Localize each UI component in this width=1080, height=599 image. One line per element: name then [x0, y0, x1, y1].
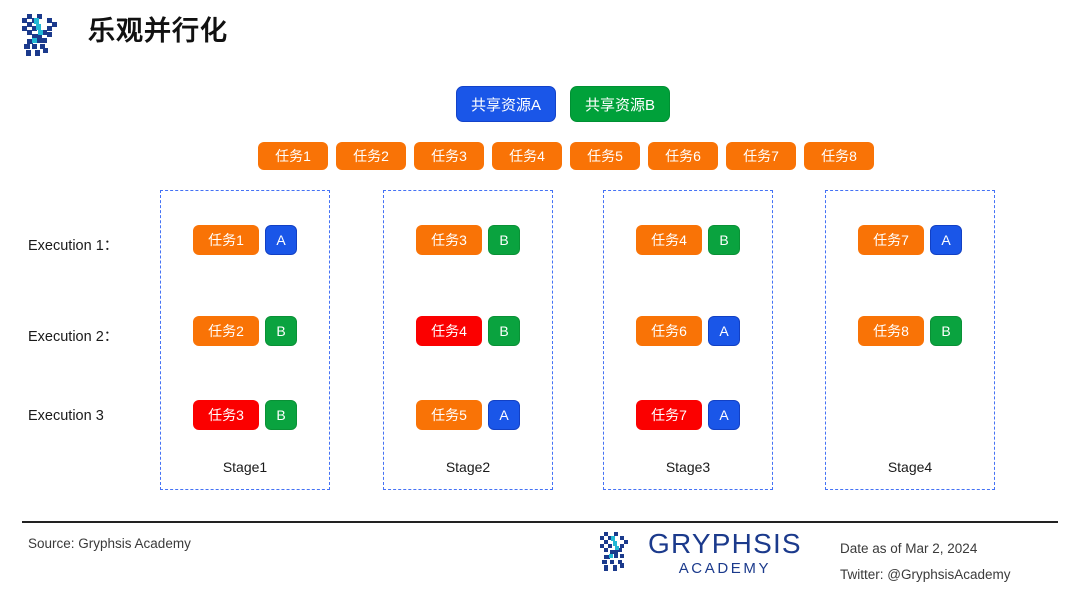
footer-date: Date as of Mar 2, 2024: [840, 541, 978, 556]
stage-row-empty: [826, 399, 994, 431]
stage-label: Stage2: [445, 459, 491, 475]
stage-row: 任务8 B: [826, 315, 994, 347]
shared-resource-b-chip[interactable]: 共享资源B: [570, 86, 670, 122]
resource-badge[interactable]: A: [930, 225, 962, 255]
footer-divider: [22, 521, 1058, 524]
stage-label: Stage1: [222, 459, 268, 475]
stage-row: 任务7 A: [826, 224, 994, 256]
resource-badge[interactable]: B: [488, 225, 520, 255]
footer-twitter: Twitter: @GryphsisAcademy: [840, 567, 1011, 582]
stage-box-3: 任务4 B 任务6 A 任务7 A Stage3: [603, 190, 773, 490]
stage-row: 任务4 B: [604, 224, 772, 256]
execution-2-label: Execution 2：: [28, 329, 119, 345]
shared-resources-row: 共享资源A 共享资源B: [456, 86, 670, 122]
stage-row: 任务7 A: [604, 399, 772, 431]
stage-row: 任务3 B: [384, 224, 552, 256]
execution-3-label: Execution 3: [28, 408, 104, 424]
task-chip[interactable]: 任务8: [858, 316, 924, 346]
gryphsis-dragon-icon: [14, 8, 72, 66]
stage-row: 任务2 B: [161, 315, 329, 347]
stage-row: 任务4 B: [384, 315, 552, 347]
task-chip[interactable]: 任务2: [336, 142, 406, 170]
stage-row: 任务1 A: [161, 224, 329, 256]
resource-badge[interactable]: A: [265, 225, 297, 255]
task-chip[interactable]: 任务4: [416, 316, 482, 346]
page-title: 乐观并行化: [88, 16, 228, 46]
stage-row: 任务3 B: [161, 399, 329, 431]
task-chip[interactable]: 任务5: [416, 400, 482, 430]
task-chip[interactable]: 任务7: [636, 400, 702, 430]
page-header: 乐观并行化: [0, 0, 1080, 78]
footer-meta: Date as of Mar 2, 2024 Twitter: @Gryphsi…: [840, 536, 1011, 588]
stage-box-2: 任务3 B 任务4 B 任务5 A Stage2: [383, 190, 553, 490]
footer-brand-logo: GRYPHSIS ACADEMY: [596, 530, 802, 576]
task-chip[interactable]: 任务4: [636, 225, 702, 255]
footer-source-text: Source: Gryphsis Academy: [28, 536, 191, 551]
task-chip[interactable]: 任务1: [258, 142, 328, 170]
task-chip[interactable]: 任务2: [193, 316, 259, 346]
task-list-strip: 任务1 任务2 任务3 任务4 任务5 任务6 任务7 任务8: [258, 142, 874, 170]
shared-resource-a-chip[interactable]: 共享资源A: [456, 86, 556, 122]
resource-badge[interactable]: B: [265, 400, 297, 430]
stage-label: Stage4: [887, 459, 933, 475]
task-chip[interactable]: 任务6: [648, 142, 718, 170]
task-chip[interactable]: 任务1: [193, 225, 259, 255]
resource-badge[interactable]: B: [488, 316, 520, 346]
gryphsis-dragon-icon: [596, 530, 640, 576]
resource-badge[interactable]: A: [488, 400, 520, 430]
stage-box-4: 任务7 A 任务8 B Stage4: [825, 190, 995, 490]
resource-badge[interactable]: A: [708, 316, 740, 346]
task-chip[interactable]: 任务3: [414, 142, 484, 170]
resource-badge[interactable]: B: [708, 225, 740, 255]
execution-1-label: Execution 1：: [28, 238, 119, 254]
task-chip[interactable]: 任务6: [636, 316, 702, 346]
stage-row: 任务5 A: [384, 399, 552, 431]
resource-badge[interactable]: B: [930, 316, 962, 346]
task-chip[interactable]: 任务7: [726, 142, 796, 170]
stage-label: Stage3: [665, 459, 711, 475]
task-chip[interactable]: 任务4: [492, 142, 562, 170]
task-chip[interactable]: 任务8: [804, 142, 874, 170]
stage-box-1: 任务1 A 任务2 B 任务3 B Stage1: [160, 190, 330, 490]
resource-badge[interactable]: B: [265, 316, 297, 346]
task-chip[interactable]: 任务3: [416, 225, 482, 255]
stage-row: 任务6 A: [604, 315, 772, 347]
task-chip[interactable]: 任务5: [570, 142, 640, 170]
brand-subtitle: ACADEMY: [678, 560, 772, 577]
task-chip[interactable]: 任务3: [193, 400, 259, 430]
brand-wordmark: GRYPHSIS ACADEMY: [648, 528, 802, 577]
brand-name: GRYPHSIS: [648, 528, 802, 559]
resource-badge[interactable]: A: [708, 400, 740, 430]
task-chip[interactable]: 任务7: [858, 225, 924, 255]
